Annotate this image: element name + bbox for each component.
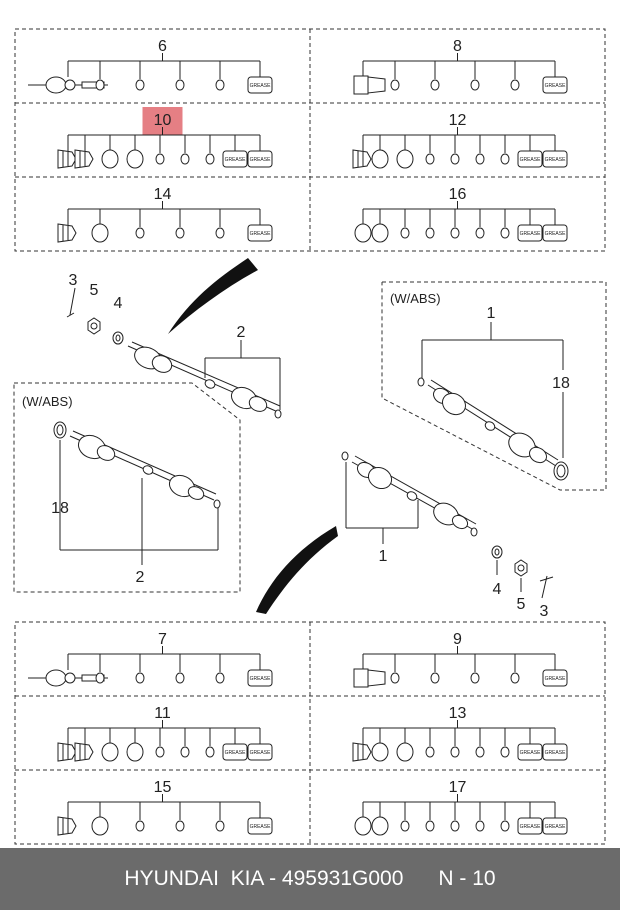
grease-pack-label: GREASE bbox=[250, 824, 272, 830]
bottom-cell-11-number: 11 bbox=[154, 705, 171, 722]
curved-arrow-upper bbox=[168, 258, 258, 334]
grease-pack-label: GREASE bbox=[225, 157, 247, 163]
bottom-cell-17-number: 17 bbox=[449, 779, 467, 796]
curved-arrow-lower bbox=[256, 526, 338, 614]
callout-18-left: 18 bbox=[51, 500, 69, 517]
grease-pack-label: GREASE bbox=[545, 83, 567, 89]
top-cell-16-number: 16 bbox=[449, 186, 467, 203]
grease-pack-label: GREASE bbox=[545, 157, 567, 163]
callout-1-lower: 1 bbox=[379, 548, 388, 565]
lower-shaft-assembly: 1 4 5 3 bbox=[341, 451, 554, 620]
right-abs-box: (W/ABS) 1 18 bbox=[381, 281, 607, 491]
upper-shaft-assembly: 3 5 4 2 bbox=[66, 272, 282, 419]
callout-4-upper: 4 bbox=[114, 295, 123, 312]
grease-pack-label: GREASE bbox=[250, 157, 272, 163]
callout-2-upper: 2 bbox=[237, 324, 246, 341]
callout-1-right: 1 bbox=[487, 305, 496, 322]
grease-pack-label: GREASE bbox=[545, 824, 567, 830]
bottom-cell-7-number: 7 bbox=[158, 631, 167, 648]
grease-pack-label: GREASE bbox=[520, 231, 542, 237]
bottom-cell-15-number: 15 bbox=[154, 779, 172, 796]
grease-pack-label: GREASE bbox=[250, 83, 272, 89]
grease-pack-label: GREASE bbox=[545, 676, 567, 682]
footer-text: HYUNDAI KIA - 495931G000 N - 10 bbox=[124, 867, 496, 890]
top-cell-10-number: 10 bbox=[154, 112, 172, 129]
top-cell-12-number: 12 bbox=[449, 112, 467, 129]
right-abs-title: (W/ABS) bbox=[390, 291, 441, 306]
top-cell-6-number: 6 bbox=[158, 38, 167, 55]
grease-pack-label: GREASE bbox=[250, 750, 272, 756]
grease-pack-label: GREASE bbox=[520, 157, 542, 163]
grease-pack-label: GREASE bbox=[520, 750, 542, 756]
top-cell-8-number: 8 bbox=[453, 38, 462, 55]
footer-bar: HYUNDAI KIA - 495931G000 N - 10 bbox=[0, 848, 620, 910]
grease-pack-label: GREASE bbox=[545, 750, 567, 756]
callout-5-lower: 5 bbox=[517, 596, 526, 613]
callout-2-left: 2 bbox=[136, 569, 145, 586]
left-abs-title: (W/ABS) bbox=[22, 394, 73, 409]
grease-pack-label: GREASE bbox=[250, 231, 272, 237]
bottom-cell-13-number: 13 bbox=[449, 705, 467, 722]
bottom-cell-9-number: 9 bbox=[453, 631, 462, 648]
callout-5-upper: 5 bbox=[90, 282, 99, 299]
callout-4-lower: 4 bbox=[493, 581, 502, 598]
grease-pack-label: GREASE bbox=[225, 750, 247, 756]
grease-pack-label: GREASE bbox=[520, 824, 542, 830]
grease-pack-label: GREASE bbox=[545, 231, 567, 237]
callout-3-upper: 3 bbox=[69, 272, 78, 289]
grease-pack-label: GREASE bbox=[250, 676, 272, 682]
top-cell-14-number: 14 bbox=[154, 186, 172, 203]
left-abs-box: (W/ABS) 18 2 bbox=[13, 382, 241, 593]
callout-3-lower: 3 bbox=[540, 603, 549, 620]
callout-18-right: 18 bbox=[552, 375, 570, 392]
